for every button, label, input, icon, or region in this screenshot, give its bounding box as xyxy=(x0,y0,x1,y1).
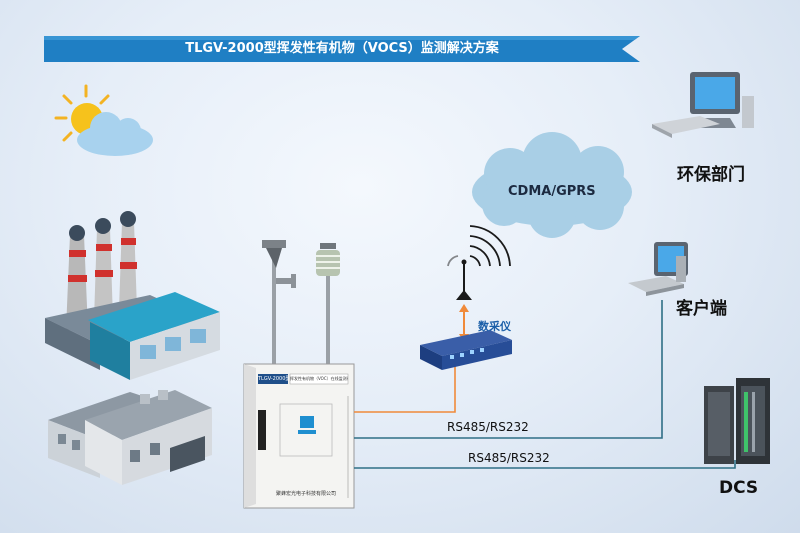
cabinet-model-text: TLGV-2000型 xyxy=(258,376,288,382)
collector-label: 数采仪 xyxy=(478,320,511,333)
rf-link-line xyxy=(354,362,456,413)
antenna-icon xyxy=(456,259,472,300)
weather-icon xyxy=(54,84,153,156)
epa-label: 环保部门 xyxy=(677,165,745,185)
dcs-link-label: RS485/RS232 xyxy=(468,451,550,465)
factory-chimneys-icon xyxy=(45,211,220,380)
signal-waves-icon xyxy=(447,225,511,267)
client-computer-icon xyxy=(628,242,688,296)
cabinet-subtitle-text: 挥发性有机物（VOC）在线监测系统 xyxy=(290,376,348,381)
diagram-title: TLGV-2000型挥发性有机物（VOCS）监测解决方案 xyxy=(185,41,499,56)
network-cloud-icon xyxy=(472,132,632,238)
meteorological-sensor-icon xyxy=(262,240,340,365)
client-label: 客户端 xyxy=(676,299,727,319)
dcs-label: DCS xyxy=(719,478,759,498)
title-banner: TLGV-2000型挥发性有机物（VOCS）监测解决方案 xyxy=(44,36,640,62)
network-label: CDMA/GPRS xyxy=(508,184,596,199)
epa-computer-icon xyxy=(652,72,754,138)
factory-building-icon xyxy=(48,390,212,485)
client-cable-line xyxy=(354,300,663,439)
cabinet-company-text: 聚蜂宏光电子科技有限公司 xyxy=(275,491,336,497)
dcs-cable-line xyxy=(354,460,736,469)
data-collector-device-icon xyxy=(420,330,512,370)
dcs-server-icon xyxy=(704,378,770,464)
monitoring-cabinet-icon xyxy=(243,363,355,509)
client-link-label: RS485/RS232 xyxy=(447,420,529,434)
